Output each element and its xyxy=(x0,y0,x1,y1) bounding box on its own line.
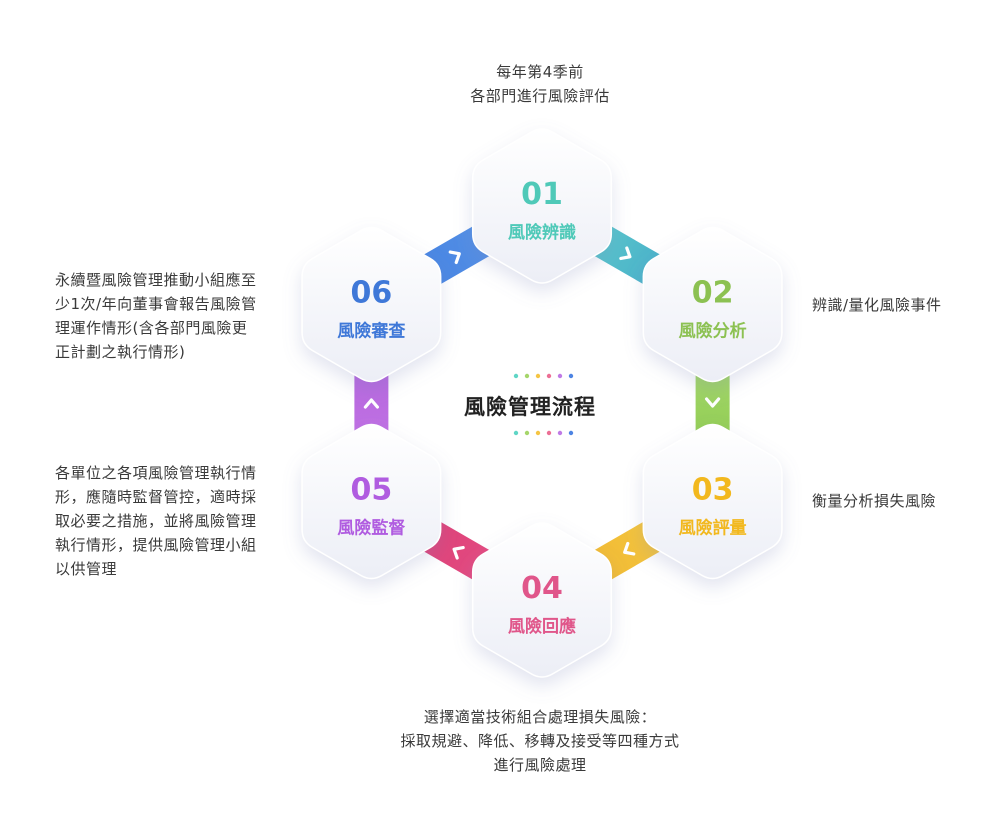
description-line: 永續暨風險管理推動小組應至 xyxy=(55,271,257,289)
description-line: 各部門進行風險評估 xyxy=(470,87,610,105)
step-hexagon-01: 01 風險辨識 xyxy=(471,128,613,284)
description-left-upper: 永續暨風險管理推動小組應至 少1次/年向董事會報告風險管 理運作情形(含各部門風… xyxy=(55,268,257,364)
description-line: 形，應隨時監督管控，適時採 xyxy=(55,488,257,506)
step-number: 05 xyxy=(351,473,393,508)
description-line: 進行風險處理 xyxy=(493,756,587,774)
description-line: 採取規避、降低、移轉及接受等四種方式 xyxy=(400,732,680,750)
decor-dot xyxy=(535,373,541,379)
center-title: 風險管理流程 xyxy=(464,395,596,419)
hexagon-shape xyxy=(471,128,613,284)
hexagon-layer: 01 風險辨識 02 風險分析 03 風險評量 04 風險回應 05 風險監督 06 風險審查 xyxy=(301,128,783,678)
description-line: 理運作情形(含各部門風險更 xyxy=(55,319,248,337)
hexagon-shape xyxy=(642,423,783,580)
chevron-icon xyxy=(448,250,461,265)
decor-dot xyxy=(546,373,552,379)
chevron-icon xyxy=(363,398,379,409)
center-dots-top xyxy=(513,373,574,379)
description-right-lower: 衡量分析損失風險 xyxy=(812,489,936,513)
step-number: 06 xyxy=(351,276,393,311)
description-line: 每年第4季前 xyxy=(496,63,584,81)
step-number: 01 xyxy=(521,177,563,212)
description-line: 辨識/量化風險事件 xyxy=(812,296,942,314)
decor-dot xyxy=(568,430,574,436)
description-top: 每年第4季前 各部門進行風險評估 xyxy=(430,60,650,108)
step-label: 風險分析 xyxy=(679,321,747,342)
description-line: 各單位之各項風險管理執行情 xyxy=(55,464,257,482)
chevron-icon xyxy=(705,397,721,408)
step-number: 03 xyxy=(692,473,734,508)
step-label: 風險監督 xyxy=(337,518,405,539)
description-line: 正計劃之執行情形) xyxy=(55,343,186,361)
chevron-icon xyxy=(452,545,465,560)
description-bottom: 選擇適當技術組合處理損失風險： 採取規避、降低、移轉及接受等四種方式 進行風險處… xyxy=(340,705,740,777)
description-line: 少1次/年向董事會報告風險管 xyxy=(55,295,257,313)
chevron-icon xyxy=(623,541,636,556)
step-label: 風險評量 xyxy=(679,518,747,539)
description-line: 以供管理 xyxy=(55,560,118,578)
decor-dot xyxy=(557,373,563,379)
decor-dot xyxy=(524,373,530,379)
step-hexagon-05: 05 風險監督 xyxy=(301,423,442,580)
step-number: 02 xyxy=(692,276,734,311)
decor-dot xyxy=(513,430,519,436)
hexagon-shape xyxy=(642,226,783,383)
description-line: 衡量分析損失風險 xyxy=(812,492,937,510)
chevron-icon xyxy=(619,246,632,261)
step-hexagon-04: 04 風險回應 xyxy=(471,522,613,678)
step-hexagon-02: 02 風險分析 xyxy=(642,226,783,383)
step-hexagon-06: 06 風險審查 xyxy=(301,226,442,383)
description-line: 取必要之措施，並將風險管理 xyxy=(55,512,257,530)
decor-dot xyxy=(513,373,519,379)
decor-dot xyxy=(524,430,530,436)
description-right-upper: 辨識/量化風險事件 xyxy=(812,293,942,317)
description-left-lower: 各單位之各項風險管理執行情 形，應隨時監督管控，適時採 取必要之措施，並將風險管… xyxy=(55,461,257,581)
decor-dot xyxy=(535,430,541,436)
decor-dot xyxy=(568,373,574,379)
hexagon-shape xyxy=(471,522,613,678)
hexagon-shape xyxy=(301,423,442,580)
step-label: 風險審查 xyxy=(337,321,406,342)
decor-dot xyxy=(546,430,552,436)
step-number: 04 xyxy=(521,571,563,606)
step-label: 風險回應 xyxy=(508,616,576,637)
center-dots-bottom xyxy=(513,430,574,436)
description-line: 選擇適當技術組合處理損失風險： xyxy=(423,708,657,726)
hexagon-shape xyxy=(301,226,442,383)
step-hexagon-03: 03 風險評量 xyxy=(642,423,783,580)
step-label: 風險辨識 xyxy=(508,222,576,243)
decor-dot xyxy=(557,430,563,436)
description-line: 執行情形，提供風險管理小組 xyxy=(55,536,257,554)
